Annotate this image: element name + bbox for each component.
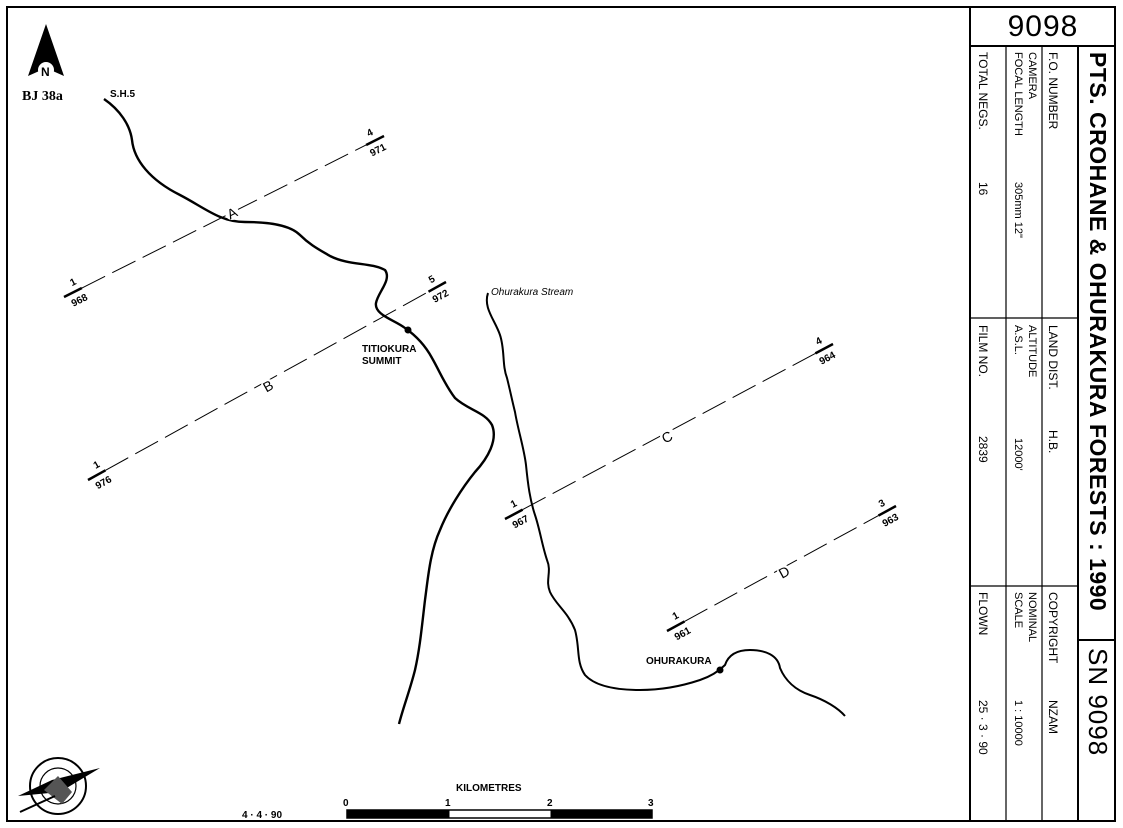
copyright-label: COPYRIGHT xyxy=(1046,592,1060,664)
land-dist-value: H.B. xyxy=(1046,430,1060,454)
scale-title: KILOMETRES xyxy=(456,783,522,794)
asl-label: A.S.L. xyxy=(1012,325,1024,355)
film-no-value: 2839 xyxy=(976,436,990,463)
scale-tick-0: 0 xyxy=(343,798,349,809)
map-code: BJ 38a xyxy=(22,89,63,104)
nominal-label: NOMINAL xyxy=(1026,592,1038,643)
title-panel-grid xyxy=(969,8,1116,822)
film-no-label: FILM NO. xyxy=(976,325,990,378)
road-line xyxy=(103,98,495,725)
end-negative-number: 971 xyxy=(368,142,388,160)
start-negative-number: 967 xyxy=(511,513,531,531)
end-photo-number: 4 xyxy=(365,127,375,140)
end-photo-number: 5 xyxy=(427,274,438,287)
total-negs-label: TOTAL NEGS. xyxy=(976,52,990,130)
start-negative-number: 968 xyxy=(70,292,90,310)
land-dist-label: LAND DIST. xyxy=(1046,325,1060,390)
road-label: S.H.5 xyxy=(110,89,135,100)
map-frame xyxy=(6,6,1116,822)
panel-sn: SN 9098 xyxy=(1083,648,1113,757)
flown-value: 25 · 3 · 90 xyxy=(976,700,990,755)
scale-tick-2: 2 xyxy=(547,798,553,809)
start-negative-number: 976 xyxy=(94,474,114,492)
place-label-ohurakura: OHURAKURA xyxy=(646,656,712,667)
north-arrow-icon: N xyxy=(28,24,64,79)
company-logo-icon xyxy=(18,757,100,815)
focal-length-value: 305mm 12" xyxy=(1012,182,1024,238)
north-label: N xyxy=(41,65,50,79)
copyright-value: NZAM xyxy=(1046,700,1060,734)
date-stamp: 4 · 4 · 90 xyxy=(242,810,282,821)
total-negs-value: 16 xyxy=(976,182,990,196)
focal-length-label: FOCAL LENGTH xyxy=(1012,52,1024,136)
start-photo-number: 1 xyxy=(92,459,103,472)
titiokura-point-icon xyxy=(404,326,412,334)
altitude-label: ALTITUDE xyxy=(1026,325,1038,378)
stream-label: Ohurakura Stream xyxy=(491,287,573,298)
panel-title: PTS. CROHANE & OHURAKURA FORESTS : 1990 xyxy=(1085,52,1111,612)
end-negative-number: 964 xyxy=(818,350,838,368)
scale-bar: KILOMETRES 0 1 2 3 xyxy=(343,783,654,819)
ohurakura-point-icon xyxy=(716,666,724,674)
start-photo-number: 1 xyxy=(509,498,519,511)
start-photo-number: 1 xyxy=(68,276,78,289)
altitude-value: 12000' xyxy=(1012,438,1024,471)
end-negative-number: 963 xyxy=(881,512,901,530)
end-photo-number: 3 xyxy=(877,498,888,511)
start-photo-number: 1 xyxy=(671,610,682,623)
scale-tick-3: 3 xyxy=(648,798,654,809)
scale-value: 1 : 10000 xyxy=(1012,700,1024,746)
flown-label: FLOWN xyxy=(976,592,990,636)
start-negative-number: 961 xyxy=(673,625,693,643)
scale-label: SCALE xyxy=(1012,592,1024,629)
stream-line xyxy=(485,292,846,717)
end-negative-number: 972 xyxy=(431,288,451,306)
end-photo-number: 4 xyxy=(814,335,824,348)
frame-id: 9098 xyxy=(1007,10,1079,43)
scale-tick-1: 1 xyxy=(445,798,451,809)
place-label-titiokura: TITIOKURA xyxy=(362,344,416,355)
fo-number-label: F.O. NUMBER xyxy=(1046,52,1060,130)
camera-label: CAMERA xyxy=(1026,52,1038,100)
place-label-summit: SUMMIT xyxy=(362,356,401,367)
